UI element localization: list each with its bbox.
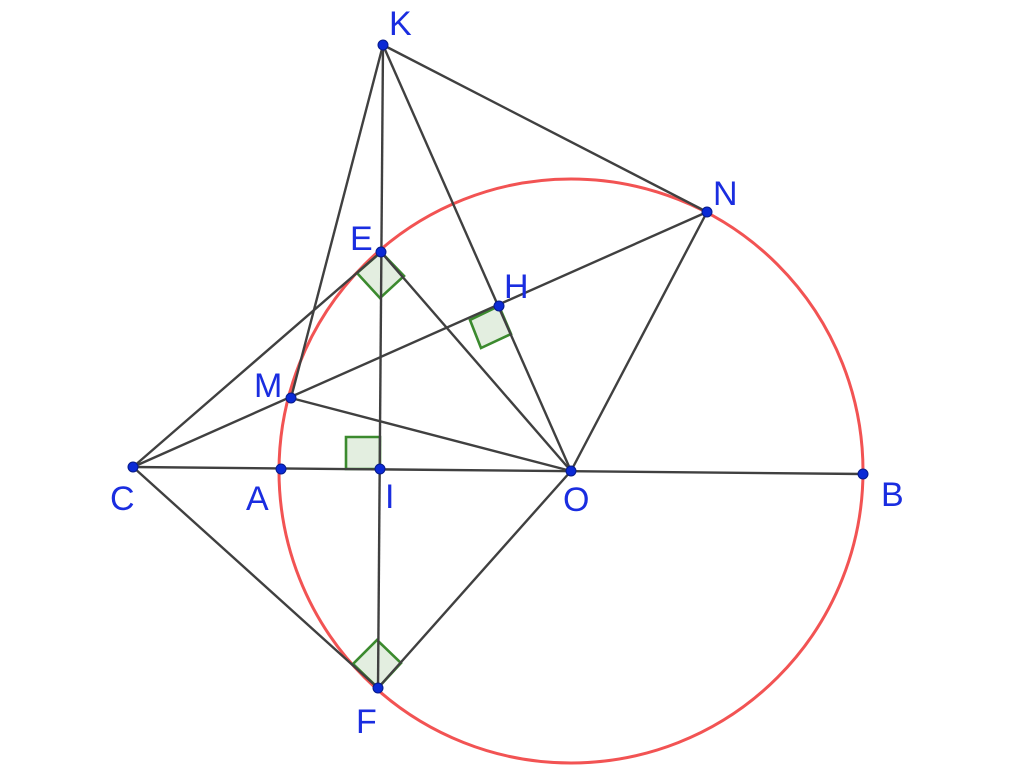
segment-kn (382, 43, 708, 214)
point-b (857, 468, 869, 480)
point-m (285, 392, 297, 404)
segment-no (569, 211, 709, 472)
segment-cb (132, 465, 864, 476)
label-h: H (504, 268, 529, 306)
label-f: F (356, 703, 377, 741)
label-n: N (713, 175, 738, 213)
point-n (701, 206, 713, 218)
label-a: A (246, 480, 269, 518)
segment-km (289, 44, 385, 399)
segment-eo (380, 251, 572, 472)
point-k (377, 39, 389, 51)
segment-ko (381, 44, 573, 472)
point-c (127, 461, 139, 473)
point-o (565, 465, 577, 477)
label-c: C (110, 480, 135, 518)
segment-kf (376, 44, 385, 689)
label-k: K (389, 5, 412, 43)
point-h (493, 300, 505, 312)
label-i: I (385, 478, 394, 516)
label-o: O (563, 481, 589, 519)
right-angle-marker-i (344, 435, 382, 471)
label-e: E (350, 220, 373, 258)
segment-cn (132, 210, 708, 469)
segment-mo (290, 396, 572, 473)
right-angle-marker-h (468, 304, 513, 350)
label-b: B (881, 476, 904, 514)
point-e (375, 246, 387, 258)
point-a (275, 463, 287, 475)
point-f (372, 682, 384, 694)
segment-cf (132, 466, 379, 689)
segment-ce (132, 251, 382, 468)
point-i (374, 463, 386, 475)
segment-fo (377, 470, 572, 689)
label-m: M (254, 367, 282, 405)
